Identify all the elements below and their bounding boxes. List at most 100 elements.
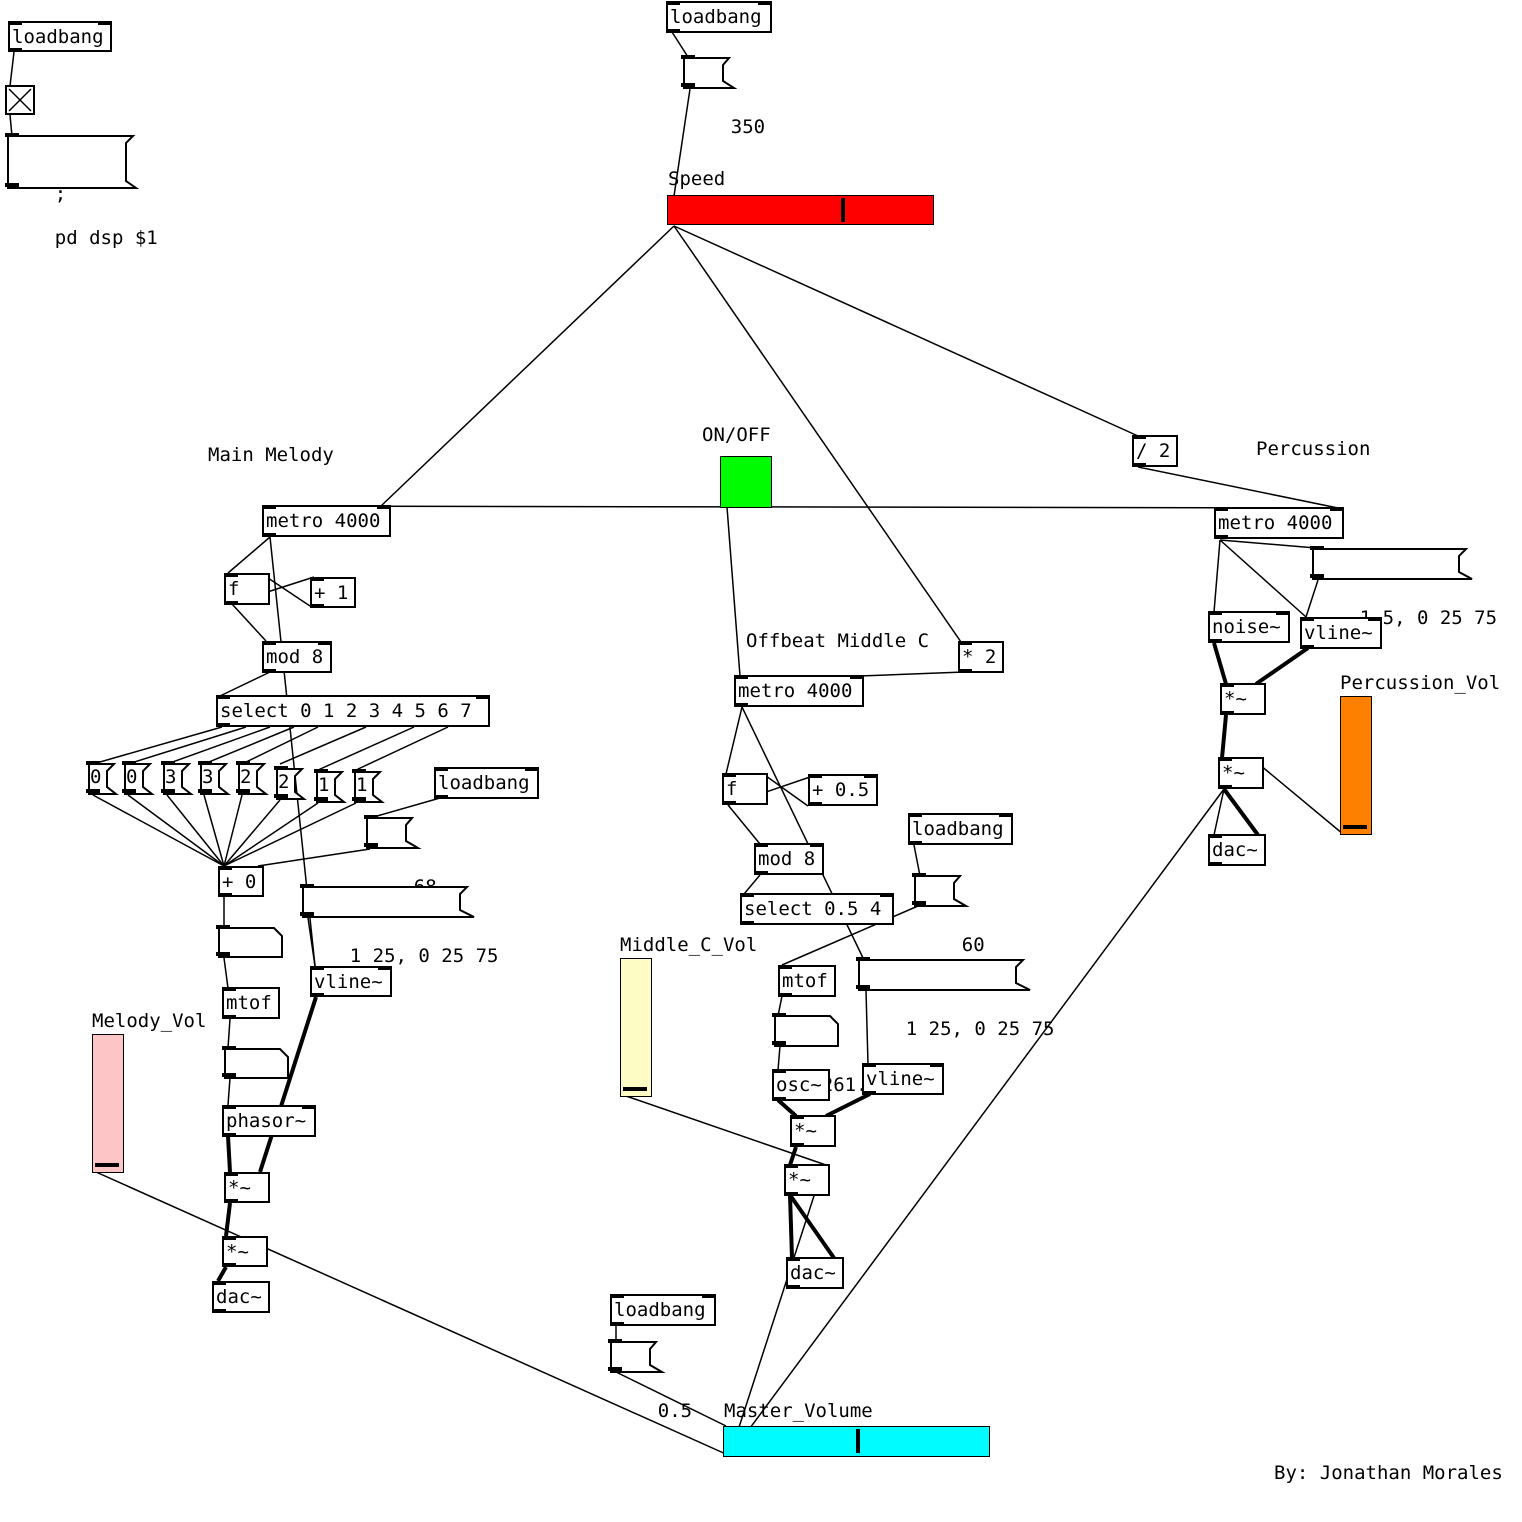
port-tab[interactable] xyxy=(364,815,378,819)
port-tab[interactable] xyxy=(5,183,19,187)
port-tab[interactable] xyxy=(262,669,276,673)
phasor-object[interactable]: phasor~ xyxy=(222,1105,316,1137)
percussion-vol-slider-knob[interactable] xyxy=(1343,825,1367,829)
port-tab[interactable] xyxy=(198,789,212,793)
port-tab[interactable] xyxy=(8,48,22,52)
port-tab[interactable] xyxy=(352,769,366,773)
loadbang-dsp-object[interactable]: loadbang xyxy=(8,21,112,52)
port-tab[interactable] xyxy=(1208,611,1222,615)
melody-note-number[interactable]: 0 xyxy=(216,925,284,1008)
port-tab[interactable] xyxy=(740,893,754,897)
port-tab[interactable] xyxy=(98,21,112,25)
note-message-5[interactable]: 2 xyxy=(274,766,307,800)
loadbang-speed-object[interactable]: loadbang xyxy=(666,1,772,33)
port-tab[interactable] xyxy=(218,866,232,870)
port-tab[interactable] xyxy=(758,1,772,5)
mtof-offbeat-object[interactable]: mtof xyxy=(778,965,836,997)
port-tab[interactable] xyxy=(216,925,230,929)
mul-melody-2-object[interactable]: *~ xyxy=(222,1236,268,1267)
port-tab[interactable] xyxy=(222,1236,236,1240)
port-tab[interactable] xyxy=(754,871,768,875)
port-tab[interactable] xyxy=(784,1192,798,1196)
plus1-object[interactable]: + 1 xyxy=(310,577,356,608)
mod8-offbeat-object[interactable]: mod 8 xyxy=(754,843,824,875)
melody-freq-number[interactable]: 0 xyxy=(222,1046,290,1129)
port-tab[interactable] xyxy=(86,789,100,793)
port-tab[interactable] xyxy=(702,1294,716,1298)
dsp-toggle[interactable] xyxy=(5,85,35,115)
dac-melody-object[interactable]: dac~ xyxy=(212,1281,270,1313)
note-message-2[interactable]: 3 xyxy=(161,761,194,795)
port-tab[interactable] xyxy=(236,761,250,765)
port-tab[interactable] xyxy=(666,1,680,5)
port-tab[interactable] xyxy=(790,1115,804,1119)
dsp-message[interactable]: ; pd dsp $1 xyxy=(5,133,158,249)
port-tab[interactable] xyxy=(222,1073,236,1077)
melody-vol-slider[interactable] xyxy=(92,1034,124,1173)
port-tab[interactable] xyxy=(808,802,822,806)
port-tab[interactable] xyxy=(754,843,768,847)
master-volume-slider-knob[interactable] xyxy=(856,1429,860,1453)
port-tab[interactable] xyxy=(1220,683,1234,687)
port-tab[interactable] xyxy=(608,1367,622,1371)
port-tab[interactable] xyxy=(1310,546,1324,550)
port-tab[interactable] xyxy=(8,21,22,25)
port-tab[interactable] xyxy=(525,767,539,771)
mul-perc-1-object[interactable]: *~ xyxy=(1220,683,1266,715)
port-tab[interactable] xyxy=(1218,785,1232,789)
port-tab[interactable] xyxy=(476,695,490,699)
melody-vol-slider-knob[interactable] xyxy=(95,1163,119,1167)
port-tab[interactable] xyxy=(352,797,366,801)
port-tab[interactable] xyxy=(778,965,792,969)
port-tab[interactable] xyxy=(740,921,754,925)
port-tab[interactable] xyxy=(1218,757,1232,761)
port-tab[interactable] xyxy=(224,573,238,577)
mod8-melody-object[interactable]: mod 8 xyxy=(262,641,332,673)
port-tab[interactable] xyxy=(610,1322,624,1326)
note-message-7[interactable]: 1 xyxy=(352,769,385,803)
loadbang-60-object[interactable]: loadbang xyxy=(908,813,1013,845)
float-offbeat-object[interactable]: f xyxy=(722,773,768,805)
port-tab[interactable] xyxy=(222,987,236,991)
port-tab[interactable] xyxy=(310,993,324,997)
port-tab[interactable] xyxy=(908,841,922,845)
port-tab[interactable] xyxy=(810,843,824,847)
vline-offbeat-object[interactable]: vline~ xyxy=(862,1063,944,1095)
port-tab[interactable] xyxy=(314,797,328,801)
port-tab[interactable] xyxy=(222,1046,236,1050)
port-tab[interactable] xyxy=(958,641,972,645)
port-tab[interactable] xyxy=(274,766,288,770)
port-tab[interactable] xyxy=(212,1309,226,1313)
dac-offbeat-object[interactable]: dac~ xyxy=(786,1257,844,1289)
port-tab[interactable] xyxy=(1208,834,1222,838)
port-tab[interactable] xyxy=(786,1285,800,1289)
mul2-object[interactable]: * 2 xyxy=(958,641,1004,673)
note-message-3[interactable]: 3 xyxy=(198,761,231,795)
loadbang-68-object[interactable]: loadbang xyxy=(434,767,539,799)
master-init-message[interactable]: 0.5 xyxy=(608,1339,692,1422)
port-tab[interactable] xyxy=(274,794,288,798)
port-tab[interactable] xyxy=(302,1105,316,1109)
port-tab[interactable] xyxy=(310,966,324,970)
port-tab[interactable] xyxy=(198,761,212,765)
metro-offbeat-object[interactable]: metro 4000 xyxy=(734,675,864,707)
port-tab[interactable] xyxy=(681,55,695,59)
port-tab[interactable] xyxy=(1276,611,1290,615)
port-tab[interactable] xyxy=(364,843,378,847)
port-tab[interactable] xyxy=(86,761,100,765)
offbeat-freq-number[interactable]: 261.6 xyxy=(772,1013,879,1096)
port-tab[interactable] xyxy=(1214,507,1228,511)
onoff-toggle[interactable] xyxy=(720,456,772,508)
port-tab[interactable] xyxy=(1368,617,1382,621)
middle-c-vol-slider[interactable] xyxy=(620,958,652,1097)
port-tab[interactable] xyxy=(310,604,324,608)
speed-init-message[interactable]: 350 xyxy=(681,55,765,138)
port-tab[interactable] xyxy=(856,957,870,961)
port-tab[interactable] xyxy=(218,893,232,897)
mul-perc-2-object[interactable]: *~ xyxy=(1218,757,1264,789)
port-tab[interactable] xyxy=(222,1263,236,1267)
port-tab[interactable] xyxy=(722,801,736,805)
port-tab[interactable] xyxy=(772,1041,786,1045)
port-tab[interactable] xyxy=(1132,435,1146,439)
port-tab[interactable] xyxy=(262,533,276,537)
